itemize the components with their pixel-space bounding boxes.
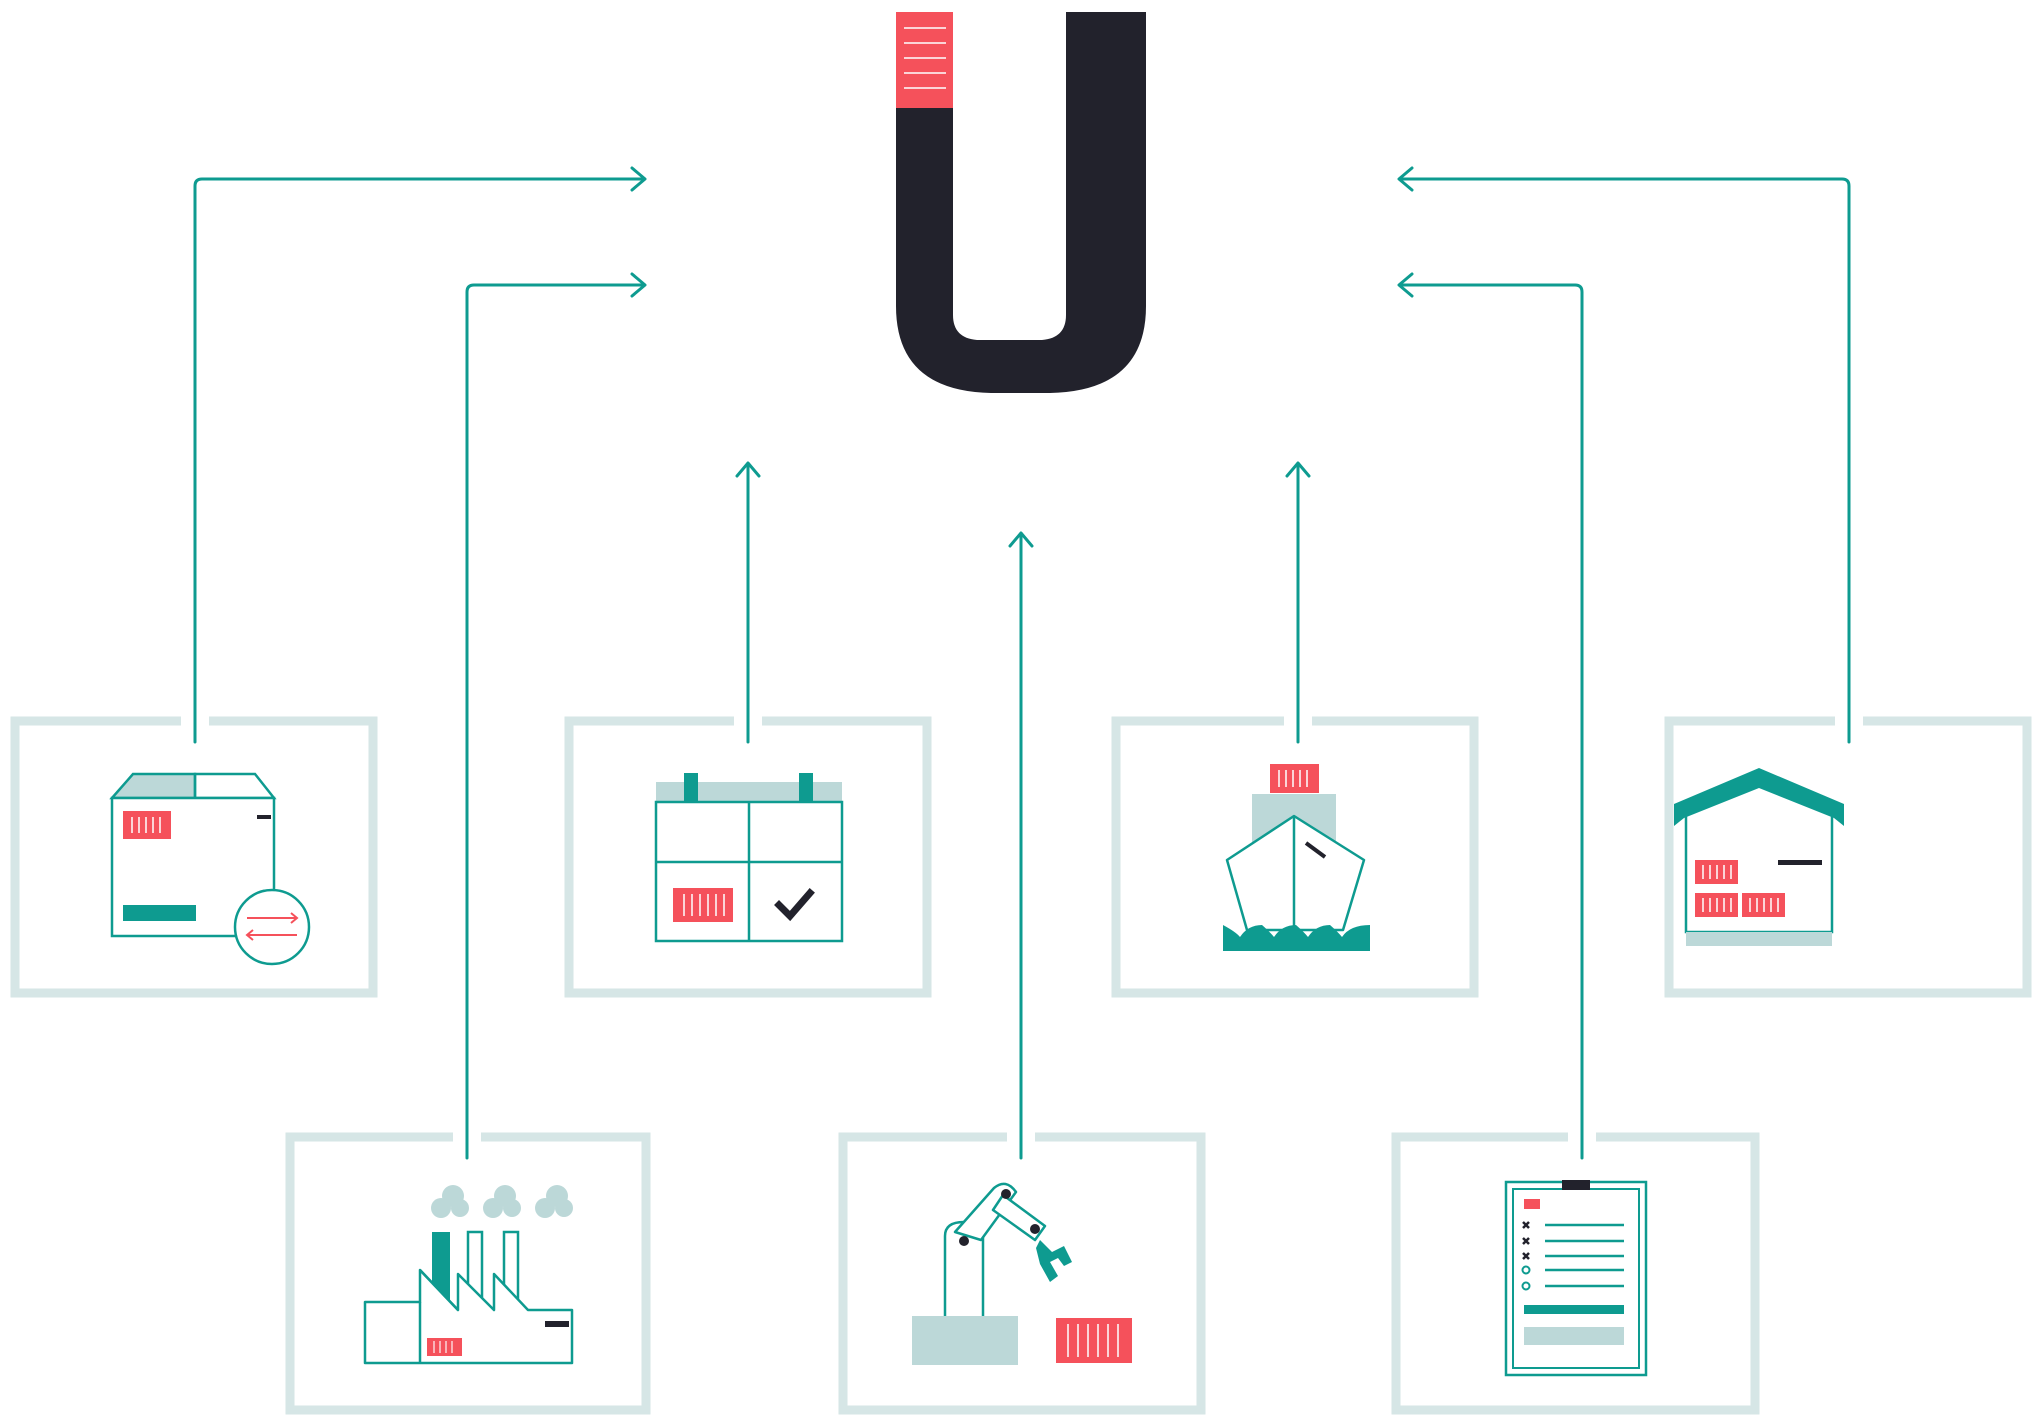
connector-checklist <box>1397 272 1584 1160</box>
frame-shipping <box>1111 716 1479 998</box>
connector-schedule <box>735 461 761 744</box>
arrow-head <box>1397 272 1414 298</box>
frame-manufacturing <box>285 1132 651 1415</box>
frame-schedule <box>564 716 932 998</box>
frame-warehouse <box>1664 716 2032 998</box>
arrow-head <box>630 272 647 298</box>
arrow-head <box>735 461 761 478</box>
warehouse-icon <box>1674 768 1844 946</box>
frame-automation <box>838 1132 1206 1415</box>
package-exchange-icon <box>109 772 311 966</box>
connector-automation <box>1008 531 1034 1160</box>
u-logo-cap <box>896 12 953 108</box>
frame-checklist <box>1391 1132 1760 1415</box>
arrow-head <box>1397 166 1414 192</box>
arrow-head <box>1008 531 1034 548</box>
robot-arm-icon <box>912 1182 1132 1365</box>
connector-shipping <box>1285 461 1311 744</box>
u-logo-icon <box>896 12 1146 393</box>
connector-package-exchange <box>193 166 647 744</box>
frame-package-exchange <box>10 716 378 998</box>
u-logo-cap-lines <box>904 27 946 89</box>
connector-warehouse <box>1397 166 1851 744</box>
container-ship-icon <box>1223 764 1370 951</box>
arrow-head <box>1285 461 1311 478</box>
calendar-icon <box>654 773 844 943</box>
clipboard-checklist-icon <box>1504 1180 1648 1377</box>
u-logo-body <box>896 12 1146 393</box>
factory-icon <box>363 1185 574 1365</box>
connector-manufacturing <box>465 272 647 1160</box>
arrow-head <box>630 166 647 192</box>
